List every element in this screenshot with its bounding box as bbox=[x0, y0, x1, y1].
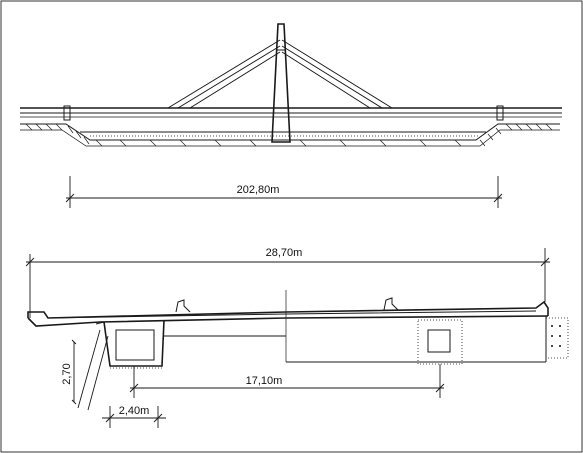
length-label: 202,80m bbox=[237, 184, 280, 196]
barriers bbox=[175, 297, 399, 313]
box-width-label: 2,40m bbox=[119, 405, 150, 417]
deck-cross-section: 28,70m bbox=[25, 247, 569, 428]
right-girder-outline bbox=[164, 316, 547, 363]
bridge-elevation: 202,80m bbox=[20, 23, 562, 208]
ground-profile bbox=[20, 123, 560, 147]
left-box-girder bbox=[95, 319, 165, 369]
center-span-dimension: 17,10m bbox=[129, 364, 445, 398]
end-anchorage bbox=[545, 317, 569, 359]
bridge-deck bbox=[20, 105, 562, 121]
deck-slab bbox=[27, 290, 549, 362]
stay-cables bbox=[167, 39, 393, 109]
length-dimension: 202,80m bbox=[65, 176, 503, 208]
right-box-girder bbox=[417, 319, 463, 365]
width-label: 28,70m bbox=[266, 247, 303, 259]
water-surface bbox=[80, 131, 486, 137]
depth-label: 2,70 bbox=[61, 363, 73, 384]
pylon bbox=[271, 23, 291, 143]
center-span-label: 17,10m bbox=[246, 375, 283, 387]
depth-dimension: 2,70 bbox=[61, 329, 109, 411]
box-width-dimension: 2,40m bbox=[102, 405, 166, 428]
width-dimension: 28,70m bbox=[25, 247, 550, 318]
